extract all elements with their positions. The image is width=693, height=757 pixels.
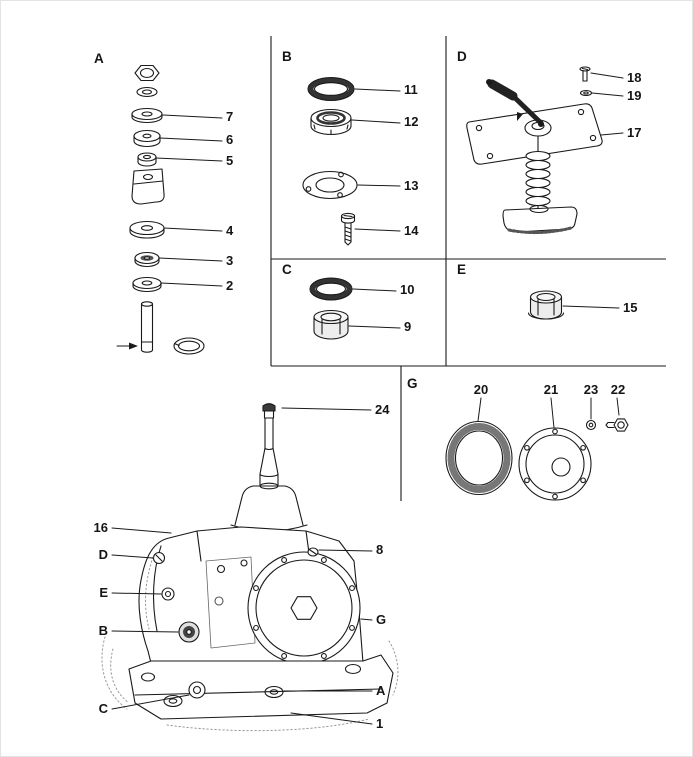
part-14-screw [340,212,356,246]
callout-23: 23 [584,382,598,397]
callout-1: 1 [376,716,383,731]
body-screw-8 [307,547,319,557]
callout-7: 7 [226,109,233,124]
panel-label-g: G [407,376,418,391]
part-a-lock-washer [136,86,158,98]
base-plug-c [188,681,206,699]
callout-19: 19 [627,88,641,103]
callout-9: 9 [404,319,411,334]
shadow-stipple [101,556,399,732]
part-7-washer [131,107,163,124]
part-2-washer [132,276,162,293]
part-10-o-ring [309,277,353,301]
body-ref-b: B [99,623,108,638]
float-chamber-cover [247,551,361,665]
callout-15: 15 [623,300,637,315]
part-15-hex-cap-nut [527,290,565,320]
body-ref-d: D [99,547,108,562]
part-5-nut [137,152,157,167]
callout-12: 12 [404,114,418,129]
part-21-cover-plate [518,427,592,501]
callout-16: 16 [94,520,108,535]
panel-label-c: C [282,262,292,277]
part-18-screw [579,66,591,82]
part-20-gasket [445,420,513,496]
callout-18: 18 [627,70,641,85]
callout-2: 2 [226,278,233,293]
part-a-hex-nut [134,64,160,82]
panel-label-a: A [94,51,104,66]
part-3-cup-washer [134,251,160,268]
callout-10: 10 [400,282,414,297]
slide-dome [230,482,308,532]
panel-label-e: E [457,262,466,277]
part-17-t-handle [502,204,578,235]
callout-24: 24 [375,402,390,417]
callout-22: 22 [611,382,625,397]
part-19-washer [579,89,593,97]
panel-label-d: D [457,49,467,64]
part-13-flange-gasket [302,170,358,200]
part-a-pivot-pin [116,301,154,353]
part-6-spacer [133,129,161,148]
part-17-return-spring [525,135,551,209]
part-11-o-ring [307,76,355,102]
needle-shaft [259,417,279,486]
part-4-washer [129,220,165,239]
labels: A B D C E G 7 6 5 4 3 2 11 12 13 14 10 9… [94,49,642,731]
part-a-bracket-plate [131,168,165,205]
callout-21: 21 [544,382,558,397]
part-a-clip-ring [173,337,205,355]
body-ref-c: C [99,701,109,716]
part-23-washer [585,419,597,431]
body-ref-a: A [376,683,386,698]
callout-17: 17 [627,125,641,140]
body-fitting-d [152,551,166,565]
part-24-cap-nipple [262,403,276,419]
callout-5: 5 [226,153,233,168]
part-9-cap-nut [313,309,349,340]
part-12-seal-gland [310,108,352,136]
part-17-lever-arm [486,79,544,127]
body-ref-g: G [376,612,386,627]
callout-13: 13 [404,178,418,193]
callout-4: 4 [226,223,234,238]
callout-11: 11 [404,82,418,97]
callout-14: 14 [404,223,419,238]
callout-20: 20 [474,382,488,397]
body-bushing-b [178,621,200,643]
body-fitting-e [161,587,175,601]
callout-6: 6 [226,132,233,147]
callout-3: 3 [226,253,233,268]
leader-lines [111,72,624,725]
base-flange [128,654,394,720]
body-ref-e: E [99,585,108,600]
panel-divider-lines [270,36,666,501]
panel-label-b: B [282,49,292,64]
callout-8: 8 [376,542,383,557]
part-22-hex-bolt [605,418,629,432]
